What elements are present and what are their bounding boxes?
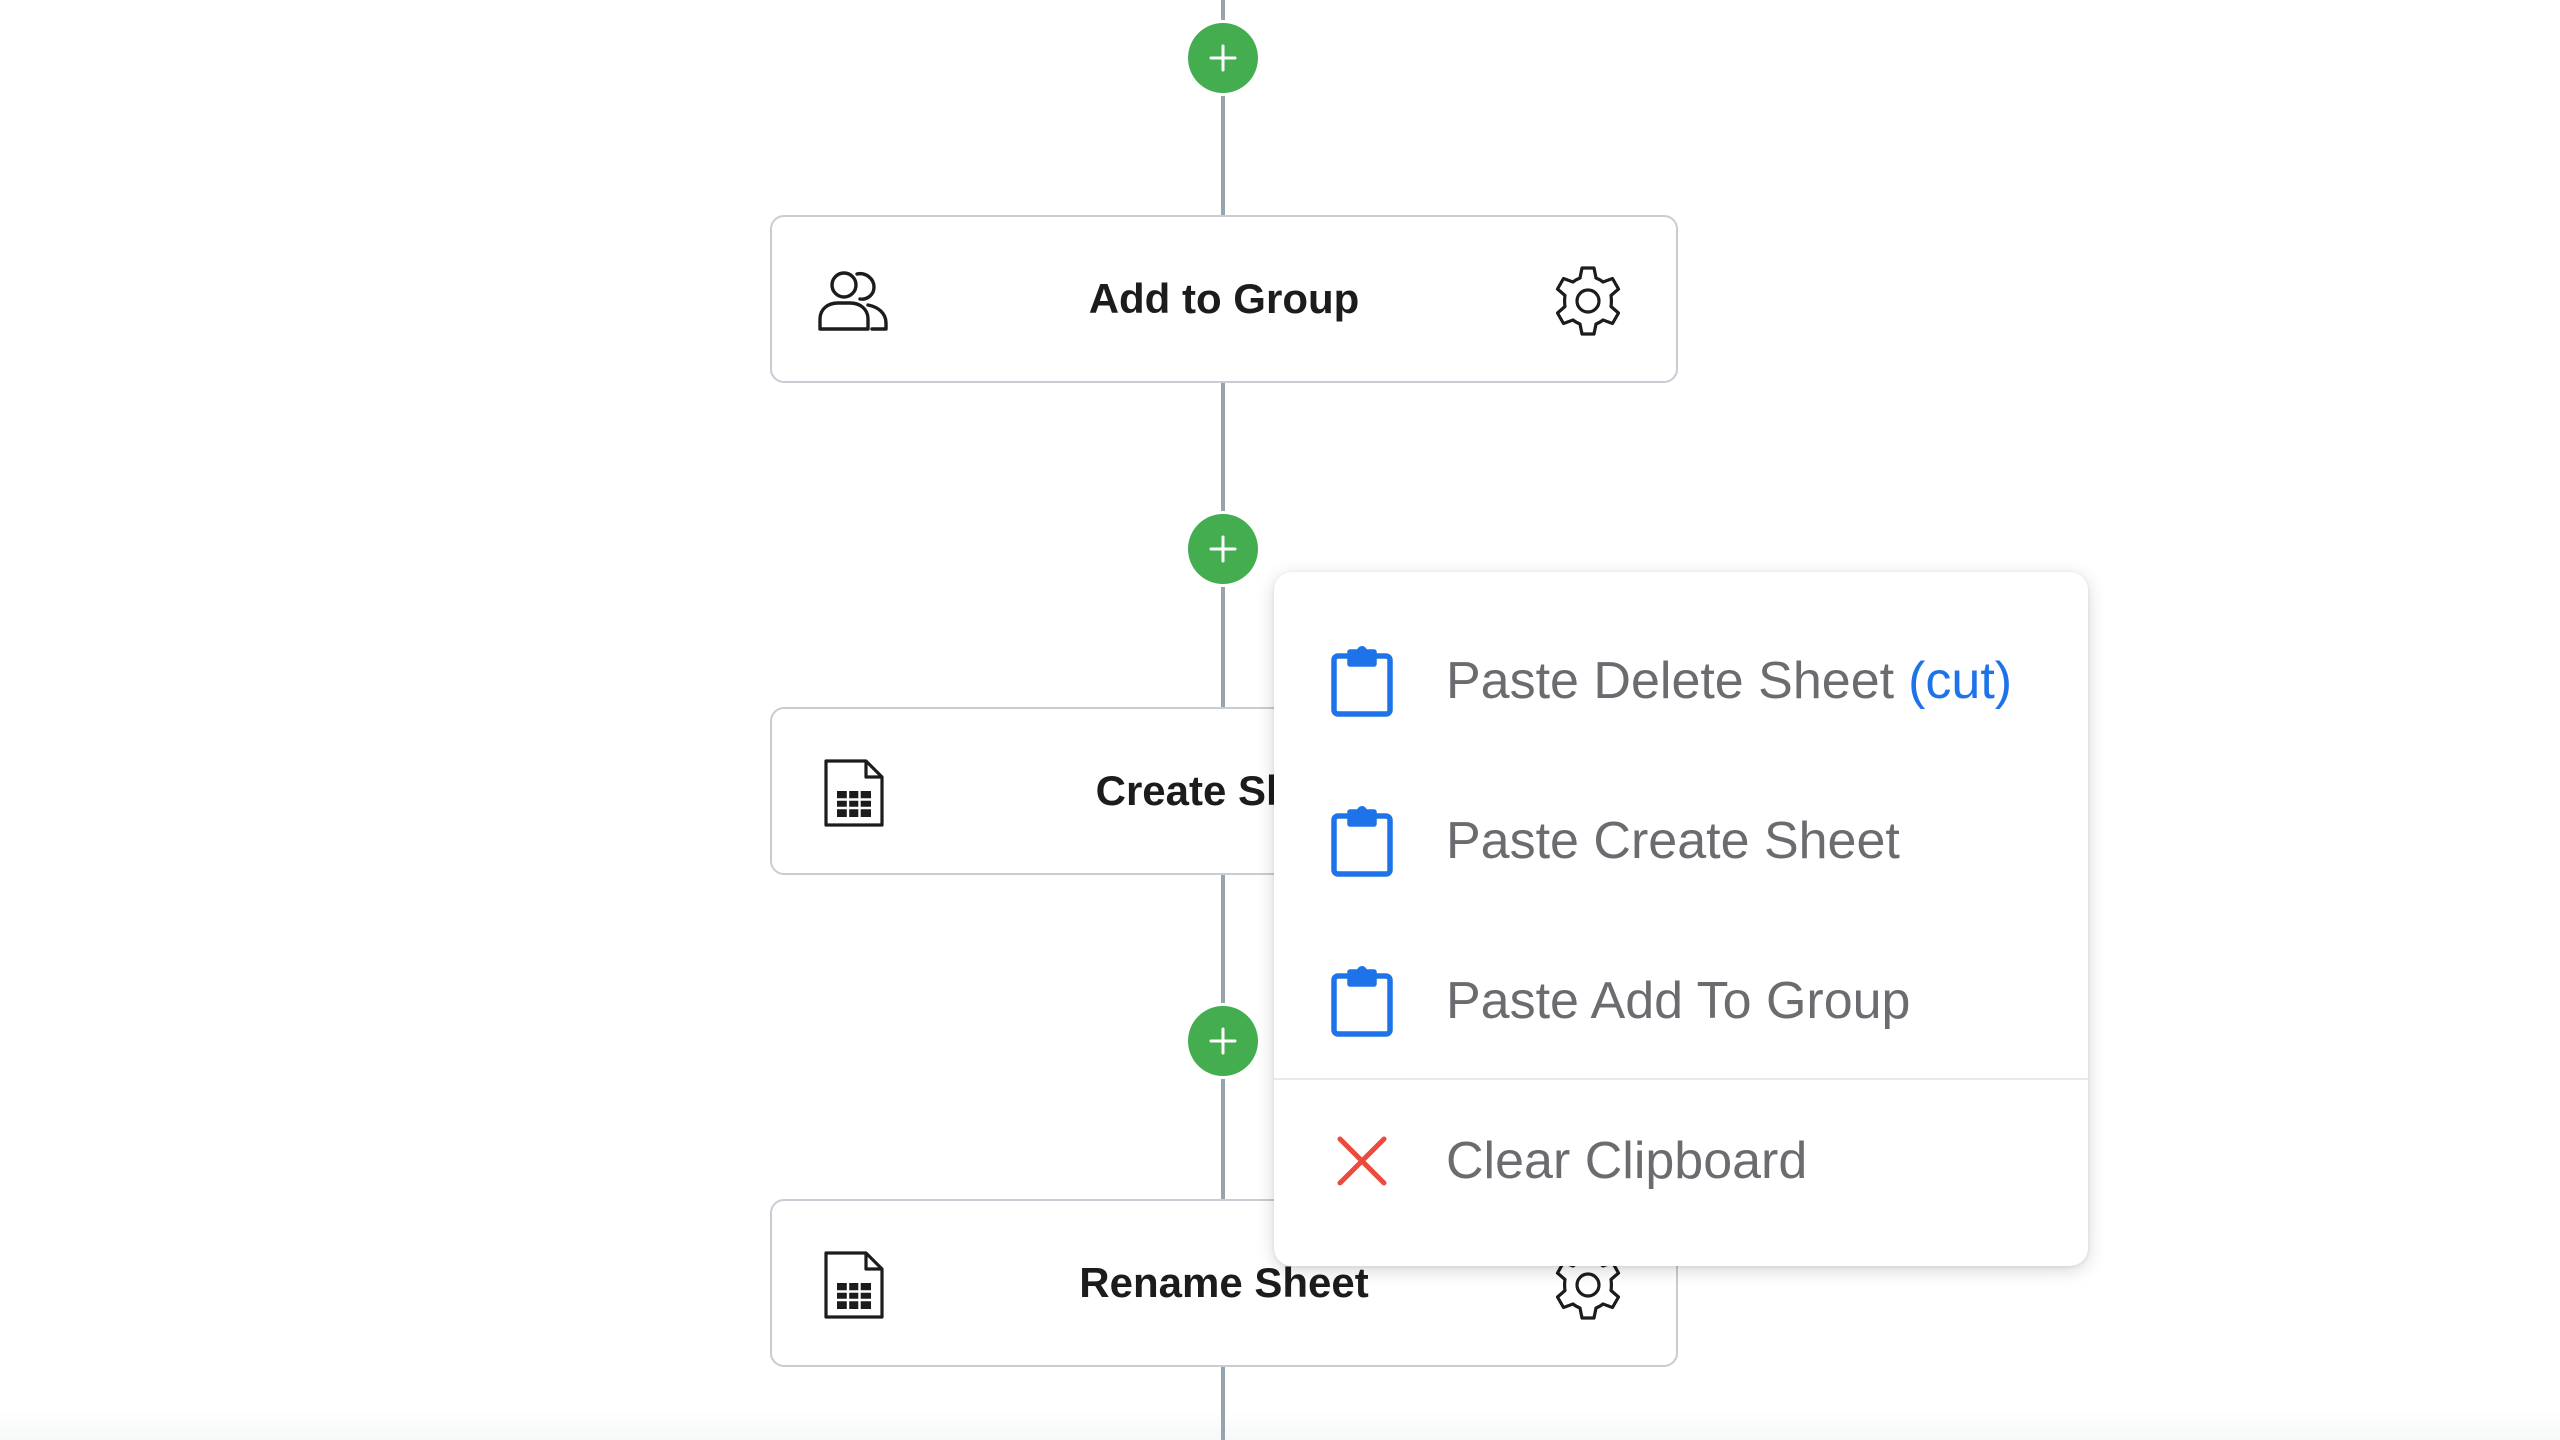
spreadsheet-icon: [814, 1249, 892, 1321]
step-card-add-to-group[interactable]: Add to Group: [770, 215, 1678, 383]
plus-icon: [1209, 44, 1237, 72]
menu-item-label: Paste Delete Sheet (cut): [1446, 606, 2012, 756]
add-step-button[interactable]: [1188, 1006, 1258, 1076]
plus-icon: [1209, 535, 1237, 563]
menu-divider: [1274, 1078, 2088, 1080]
gear-icon[interactable]: [1550, 263, 1626, 339]
users-icon: [814, 265, 892, 337]
cut-tag: (cut): [1908, 652, 2013, 710]
spreadsheet-icon: [814, 757, 892, 829]
menu-item-label: Paste Create Sheet: [1446, 812, 1900, 870]
menu-item-paste-delete-sheet[interactable]: Paste Delete Sheet (cut): [1274, 606, 2088, 756]
clipboard-icon: [1326, 804, 1398, 878]
add-step-button[interactable]: [1188, 514, 1258, 584]
clipboard-icon: [1326, 964, 1398, 1038]
menu-item-paste-create-sheet[interactable]: Paste Create Sheet: [1274, 766, 2088, 916]
add-step-button[interactable]: [1188, 23, 1258, 93]
menu-item-text: Paste Delete Sheet: [1446, 652, 1895, 710]
close-icon: [1326, 1124, 1398, 1198]
menu-item-clear-clipboard[interactable]: Clear Clipboard: [1274, 1086, 2088, 1236]
menu-item-label: Clear Clipboard: [1446, 1132, 1808, 1190]
step-title: Add to Group: [1088, 275, 1360, 322]
canvas-bottom-shade: [0, 1410, 2560, 1440]
clipboard-icon: [1326, 644, 1398, 718]
menu-item-label: Paste Add To Group: [1446, 972, 1911, 1030]
plus-icon: [1209, 1027, 1237, 1055]
clipboard-context-menu: Paste Delete Sheet (cut) Paste Create Sh…: [1274, 572, 2088, 1266]
menu-item-paste-add-to-group[interactable]: Paste Add To Group: [1274, 926, 2088, 1076]
